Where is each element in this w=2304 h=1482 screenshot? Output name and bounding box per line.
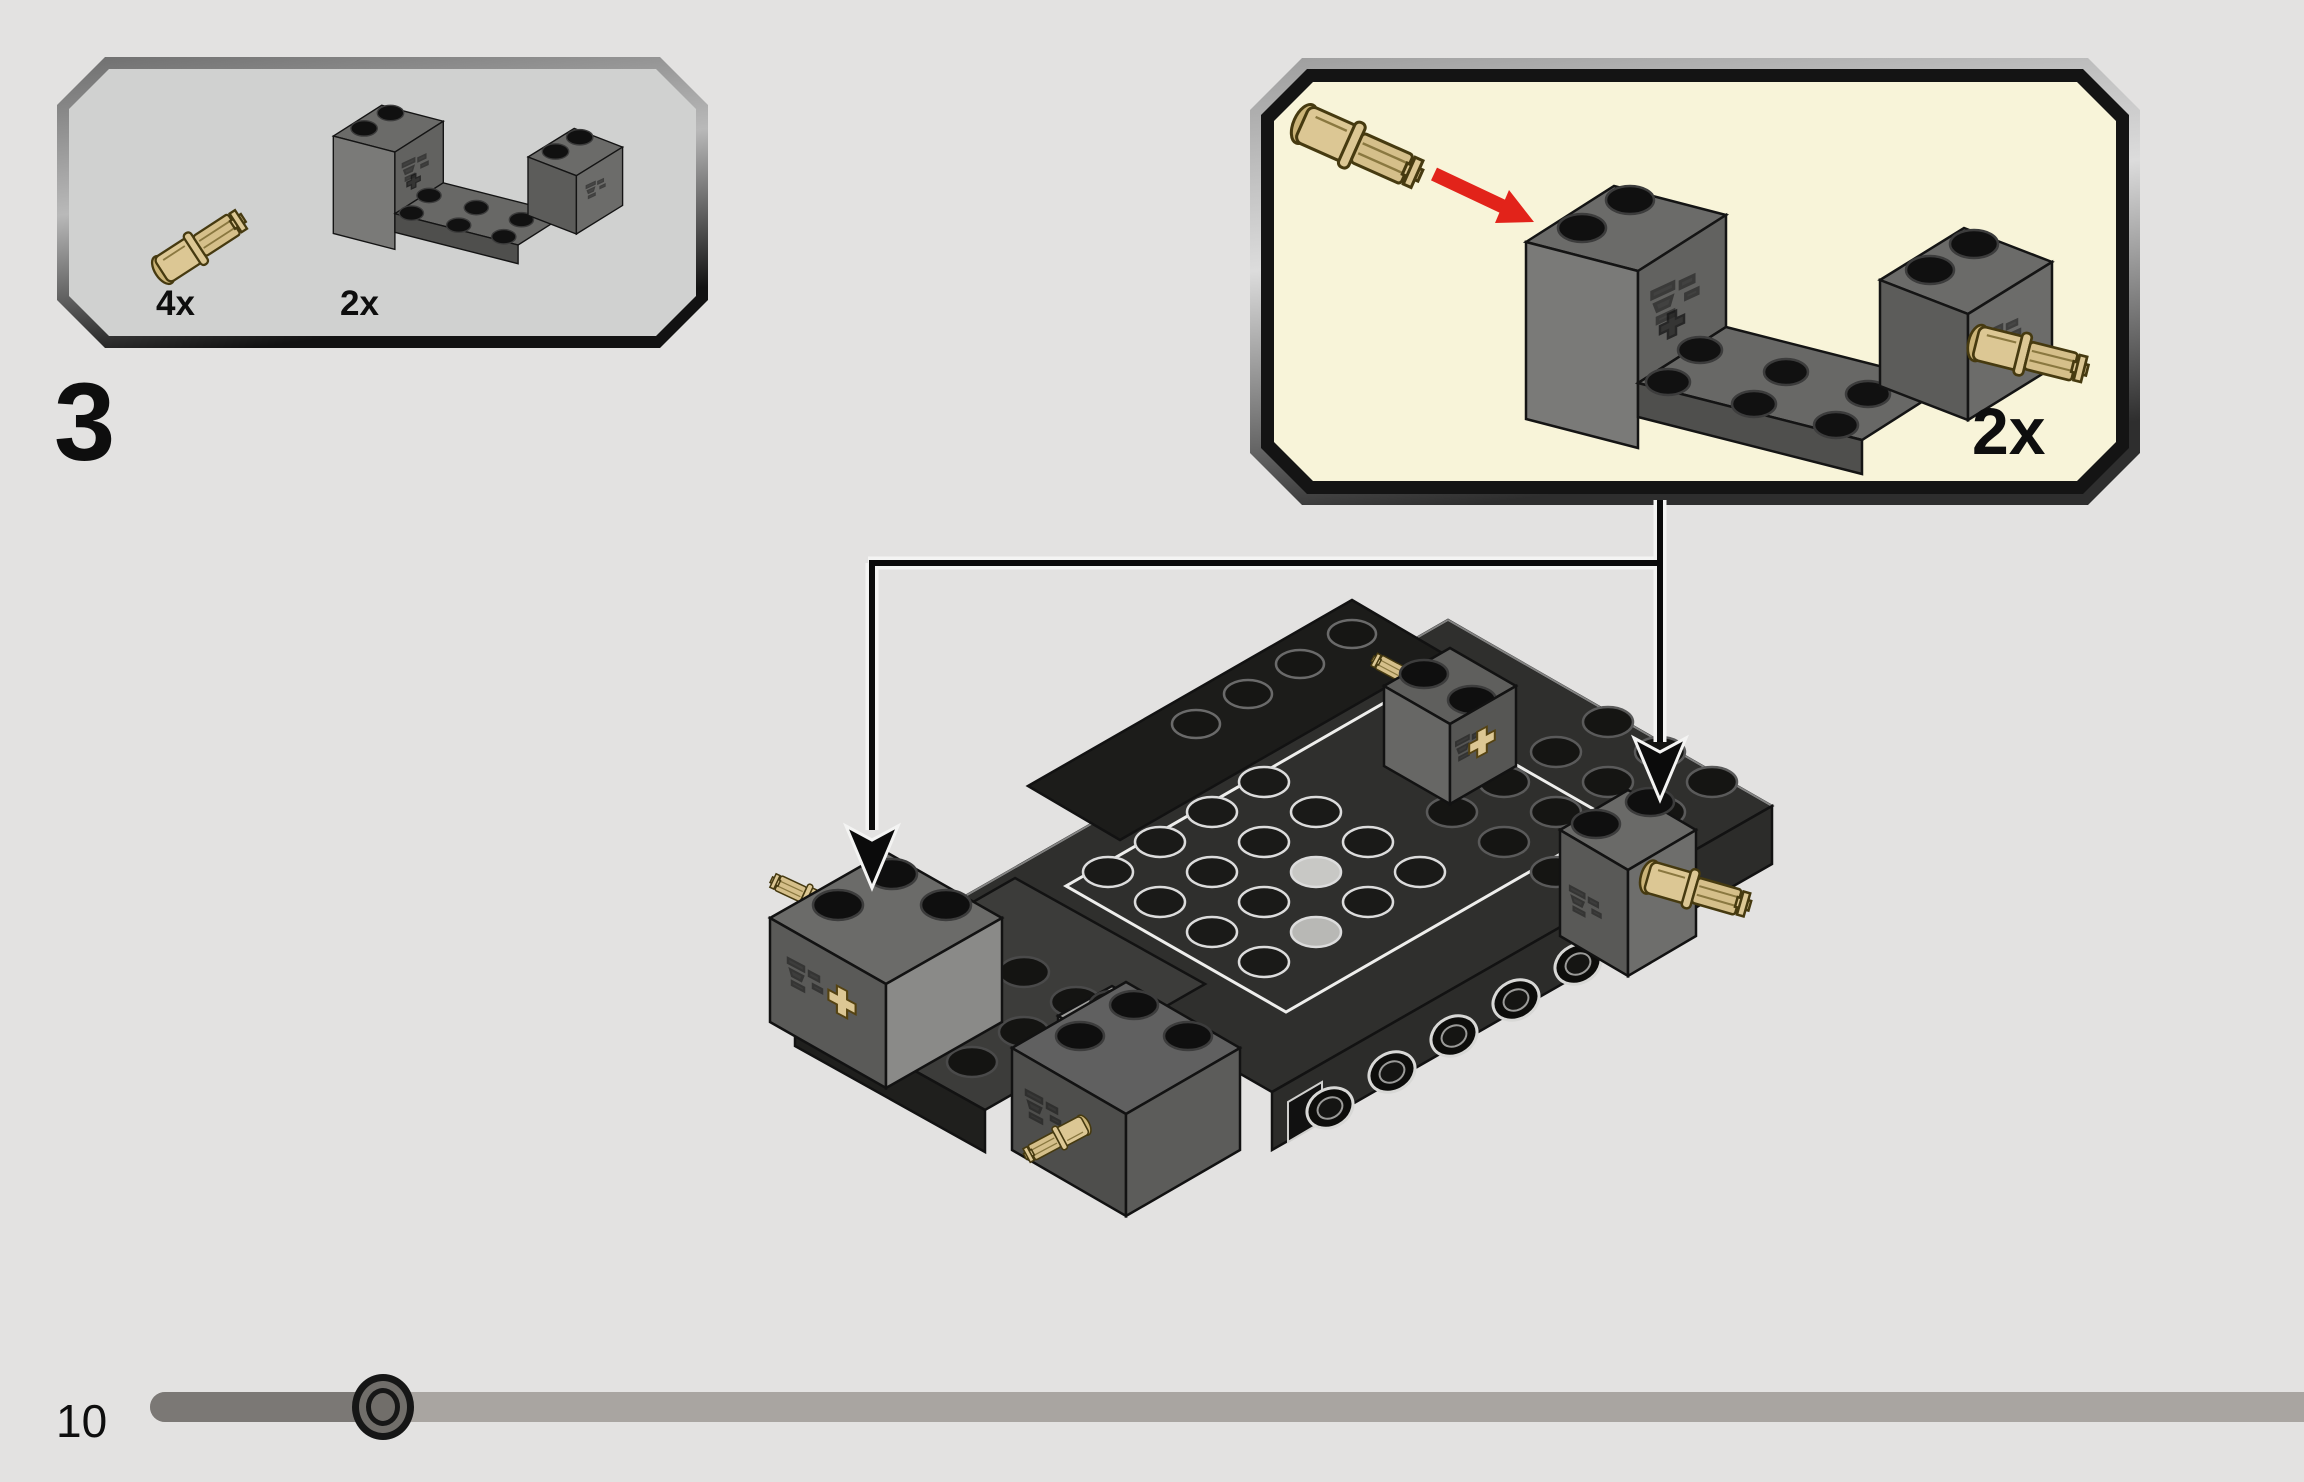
page-slider-track[interactable] (150, 1392, 2304, 1422)
step-number: 3 (54, 361, 116, 484)
callout-count: 2x (1972, 394, 2046, 468)
page-number-label: 10 (56, 1395, 108, 1447)
front-bracket-end (1009, 980, 1243, 1219)
page-slider-track-fill[interactable] (150, 1392, 385, 1422)
arrow-down-left-icon (842, 822, 902, 892)
slider-handle-stud-icon (366, 1388, 400, 1426)
arrow-down-right-icon (1630, 734, 1690, 804)
right-bracket-end (1557, 786, 1757, 979)
rear-bracket-end (1366, 646, 1519, 807)
page-slider-handle[interactable] (352, 1374, 414, 1440)
left-bracket-end (765, 850, 1005, 1091)
parts-callout-box (57, 57, 708, 348)
part-count-pin: 4x (156, 284, 195, 323)
insert-arrow-icon (1431, 167, 1534, 223)
part-count-bracket: 2x (340, 284, 379, 323)
assembly-callout-box (1250, 58, 2140, 505)
